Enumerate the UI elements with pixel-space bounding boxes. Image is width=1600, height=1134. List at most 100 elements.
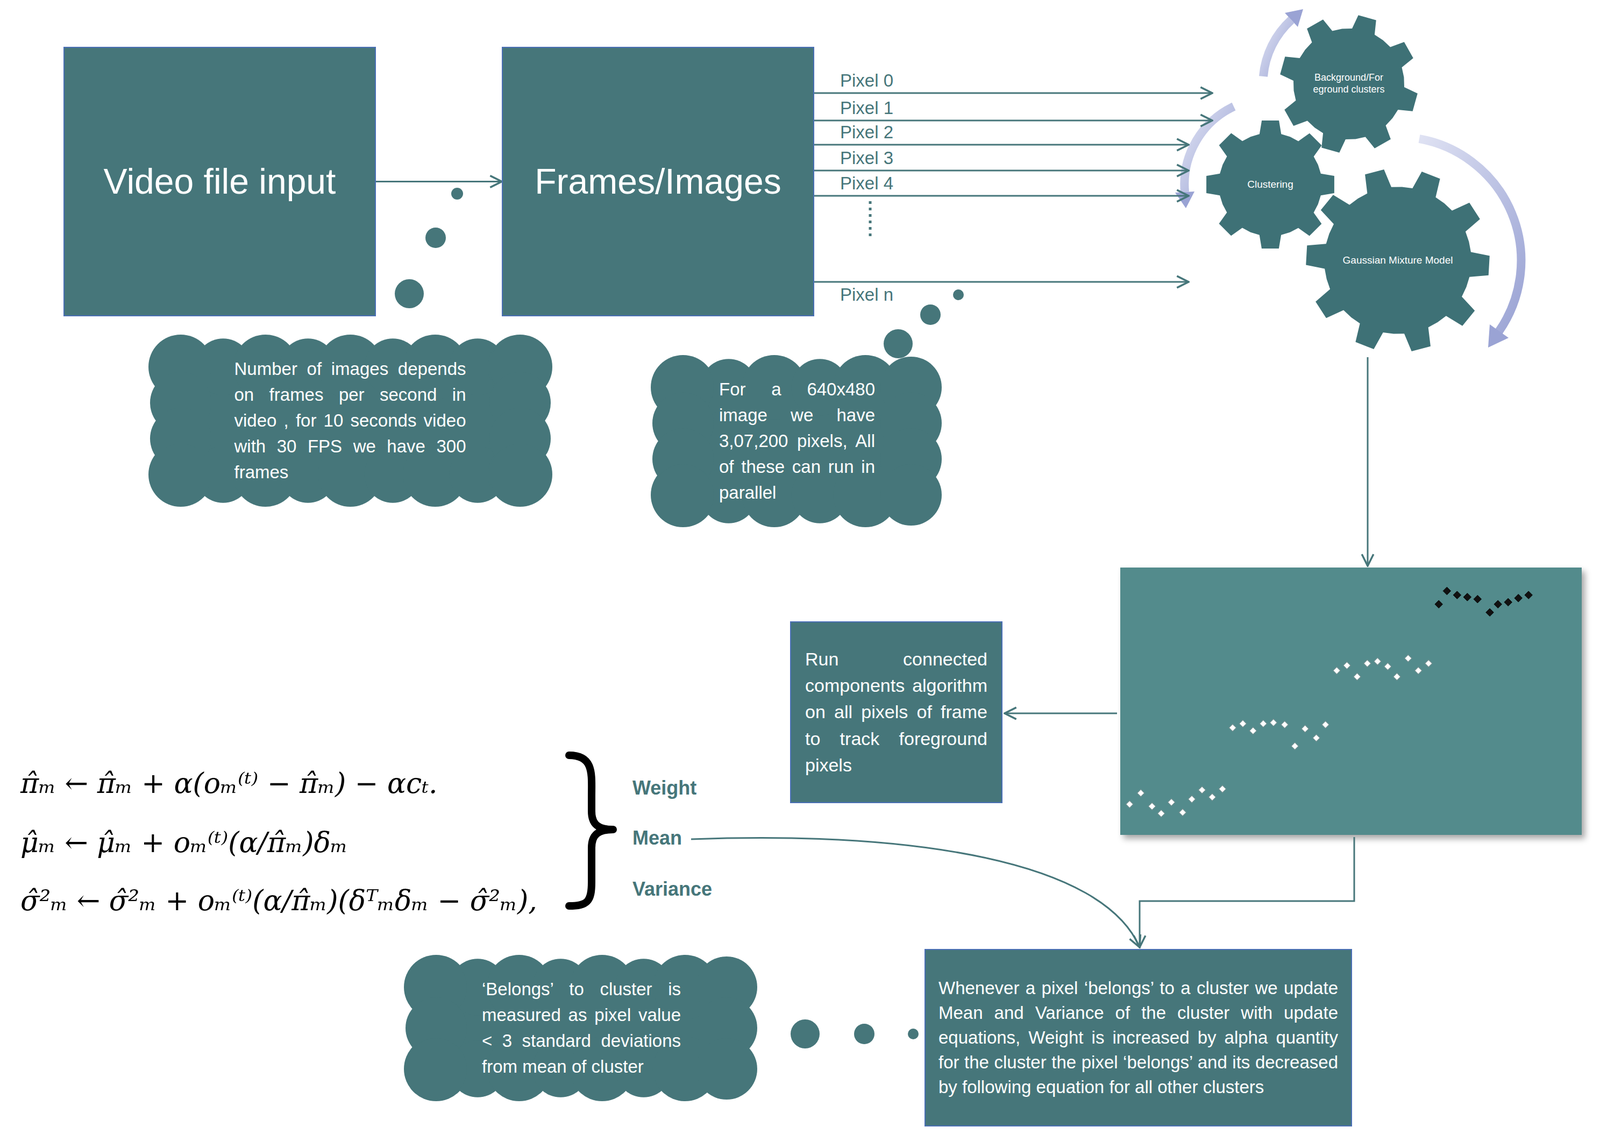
data-point (1281, 720, 1289, 729)
data-point (1249, 727, 1257, 735)
data-point (1424, 659, 1433, 667)
thought-bubble (883, 329, 913, 359)
data-point (1269, 718, 1278, 727)
pixel-label: Pixel 0 (838, 70, 895, 91)
data-point (1434, 600, 1443, 608)
data-point (1136, 788, 1145, 797)
gear-shape: Gaussian Mixture Model (1305, 168, 1490, 353)
data-point (1363, 659, 1372, 667)
data-point (1442, 586, 1451, 595)
node-text: ‘Belongs’ to cluster is measured as pixe… (481, 976, 681, 1079)
data-point (1239, 719, 1247, 728)
rotation-arrowhead (1284, 9, 1304, 27)
cloud-outline (403, 954, 759, 1101)
note-box: Whenever a pixel ‘belongs’ to a cluster … (924, 948, 1353, 1127)
flow-arrow (1004, 712, 1118, 715)
node-text: For a 640x480 image we have 3,07,200 pix… (719, 376, 876, 506)
cluster-points (1125, 586, 1533, 817)
connector (814, 92, 1213, 95)
data-point (1374, 657, 1382, 666)
data-point (1393, 672, 1402, 681)
connector (814, 195, 1189, 197)
data-point (1353, 672, 1362, 681)
data-point (1312, 734, 1321, 742)
data-point (1188, 795, 1196, 803)
gear-shape: Clustering (1205, 119, 1335, 250)
node-text: Frames/Images (515, 160, 801, 203)
pixel-label: Pixel n (838, 285, 895, 305)
connector (375, 180, 502, 183)
flow-arrow (1139, 836, 1355, 948)
rotation-arrowhead (1175, 191, 1195, 209)
node-text: Gaussian Mixture Model (1333, 254, 1463, 267)
data-point (1414, 666, 1422, 675)
connector (814, 144, 1189, 146)
gear-body (1280, 15, 1418, 153)
update-equation: σ̂²ₘ ← σ̂²ₘ + oₘ⁽ᵗ⁾(α/π̂ₘ)(δᵀₘδₘ − σ̂²ₘ)… (20, 882, 538, 920)
ellipsis-dots (869, 201, 872, 240)
node-text: Number of images depends on frames per s… (234, 356, 467, 485)
data-point (1463, 593, 1471, 601)
gear-shape: Background/Foreground clusters (1279, 14, 1419, 154)
thought-bubble (854, 1023, 875, 1044)
thought-bubble (394, 279, 424, 309)
cloud-bump (652, 464, 714, 526)
cluster-panel (1120, 567, 1582, 835)
node-text: Video file input (77, 160, 362, 203)
flow-arrow (1367, 357, 1369, 566)
leader-curve (691, 837, 1140, 948)
data-point (1473, 595, 1482, 603)
data-point (1167, 798, 1176, 806)
cloud-bump (405, 1037, 467, 1100)
gear-body (1305, 169, 1490, 352)
node-text: Clustering (1235, 178, 1306, 191)
equation-tag: Weight (632, 776, 697, 800)
data-point (1485, 608, 1494, 616)
data-point (1494, 600, 1502, 608)
data-point (1218, 785, 1227, 793)
thought-bubble (907, 1028, 919, 1040)
gear-body (1206, 120, 1335, 249)
thought-bubble (920, 304, 941, 325)
data-point (1321, 720, 1330, 729)
data-point (1524, 591, 1533, 599)
pixel-label: Pixel 2 (838, 122, 895, 142)
process-box: Frames/Images (501, 46, 815, 317)
data-point (1198, 786, 1206, 794)
pixel-label: Pixel 4 (838, 173, 895, 194)
data-point (1333, 666, 1341, 675)
thought-cloud: For a 640x480 image we have 3,07,200 pix… (650, 354, 944, 528)
equation-tag: Variance (632, 877, 713, 901)
update-equation: π̂ₘ ← π̂ₘ + α(oₘ⁽ᵗ⁾ − π̂ₘ) − αcₜ. (20, 765, 438, 802)
thought-cloud: Number of images depends on frames per s… (148, 334, 553, 507)
connector (814, 119, 1213, 122)
data-point (1453, 591, 1461, 599)
node-text: Run connected components algorithm on al… (805, 645, 988, 779)
node-text: Background/Foreground clusters (1312, 72, 1386, 96)
thought-cloud: ‘Belongs’ to cluster is measured as pixe… (403, 954, 759, 1101)
node-text: Whenever a pixel ‘belongs’ to a cluster … (938, 975, 1339, 1100)
input-box: Video file input (63, 46, 376, 317)
data-point (1301, 724, 1310, 733)
data-point (1178, 808, 1187, 816)
connector (814, 281, 1189, 283)
thought-bubble (953, 289, 964, 301)
thought-bubble (425, 227, 446, 248)
cloud-bump (880, 464, 942, 526)
curly-brace (569, 755, 614, 906)
data-point (1343, 661, 1351, 670)
data-point (1208, 793, 1216, 801)
cloud-bump (695, 1037, 758, 1100)
data-point (1125, 800, 1134, 808)
rotation-arrowhead (1488, 324, 1509, 348)
thought-bubble (451, 187, 464, 200)
data-point (1514, 594, 1523, 602)
pixel-label: Pixel 1 (838, 98, 895, 118)
process-box: Run connected components algorithm on al… (790, 621, 1003, 803)
pixel-label: Pixel 3 (838, 148, 895, 168)
equation-tag: Mean (632, 826, 682, 850)
cloud-bump (150, 443, 212, 506)
